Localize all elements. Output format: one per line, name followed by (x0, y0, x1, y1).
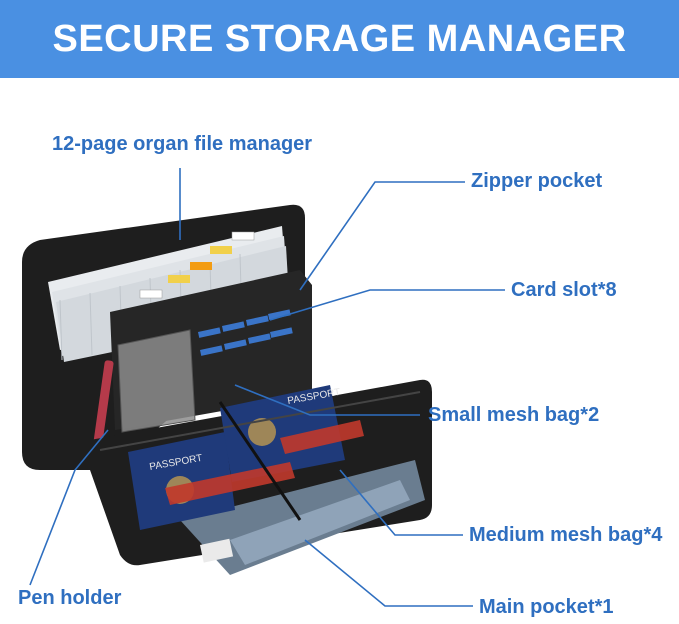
leader-lines (29, 168, 505, 607)
header-banner: SECURE STORAGE MANAGER (0, 0, 679, 78)
medium-mesh-count: *4 (643, 524, 663, 546)
medium-mesh-text: Medium mesh bag (469, 524, 644, 546)
label-pen-holder: Pen holder (18, 587, 122, 609)
small-mesh-bag (118, 330, 195, 432)
main-pocket-count: *1 (594, 596, 614, 618)
label-organ-file-manager: 12-page organ file manager (52, 133, 313, 155)
small-mesh-count: *2 (580, 404, 600, 426)
banner-title: SECURE STORAGE MANAGER (52, 17, 627, 60)
passport-right: PASSPORT (220, 385, 345, 482)
label-zipper-pocket: Zipper pocket (471, 170, 603, 192)
pen (91, 360, 114, 460)
label-card-slot: Card slot*8 (511, 279, 617, 302)
mesh-strap (165, 462, 295, 505)
card-slot-text: Card slot (511, 279, 598, 301)
label-small-mesh-bag: Small mesh bag*2 (428, 404, 599, 427)
label-main-pocket: Main pocket*1 (479, 596, 613, 619)
small-mesh-text: Small mesh bag (428, 404, 581, 426)
card-slots (198, 309, 293, 356)
main-pocket-text: Main pocket (479, 596, 595, 618)
label-medium-mesh-bag: Medium mesh bag*4 (469, 524, 662, 547)
card-slot-count: *8 (597, 279, 617, 301)
